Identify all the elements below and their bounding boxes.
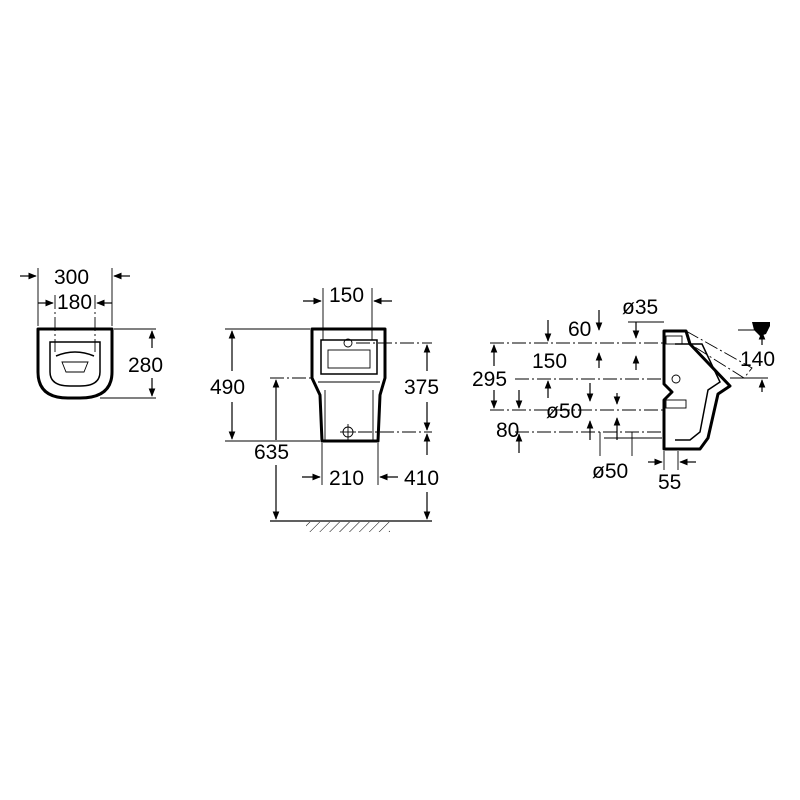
dim-d50-lower: ø50 (592, 460, 628, 483)
front-view-outline (310, 327, 387, 443)
top-view-bowl-rim (55, 351, 95, 357)
dim-140: 140 (740, 348, 775, 371)
dim-490: 490 (210, 376, 245, 399)
fitting-inlet (665, 335, 683, 345)
floor-hatch (306, 522, 390, 532)
top-view: 300 180 280 (20, 266, 163, 400)
front-view-top-panel (320, 339, 378, 375)
inlet-marker (343, 338, 353, 348)
side-view-inner (675, 343, 721, 441)
dim-d35: ø35 (622, 296, 658, 319)
front-view: 150 490 375 635 210 410 (210, 284, 439, 532)
front-view-inner-panel (327, 349, 371, 369)
dim-300: 300 (54, 266, 89, 289)
dim-55: 55 (658, 471, 681, 494)
dim-210: 210 (329, 467, 364, 490)
dim-280: 280 (128, 354, 163, 377)
dim-635: 635 (254, 441, 289, 464)
dim-375: 375 (404, 376, 439, 399)
wall-mount (752, 322, 770, 336)
side-view-outline (662, 329, 732, 451)
top-view-outline (36, 327, 114, 400)
dim-180: 180 (57, 291, 92, 314)
side-view-lid (685, 330, 753, 379)
top-view-drain (61, 361, 89, 373)
fitting-mid (671, 374, 681, 384)
top-view-bowl (49, 341, 101, 387)
dim-60: 60 (568, 318, 591, 341)
dim-150-front: 150 (329, 284, 364, 307)
dim-150-side: 150 (532, 350, 567, 373)
dim-d50-upper: ø50 (546, 400, 582, 423)
dim-295: 295 (472, 368, 507, 391)
fitting-outlet (665, 399, 687, 409)
dim-410: 410 (404, 467, 439, 490)
dim-80: 80 (496, 419, 519, 442)
side-view: 60 ø35 150 295 ø50 80 ø50 (472, 296, 775, 494)
